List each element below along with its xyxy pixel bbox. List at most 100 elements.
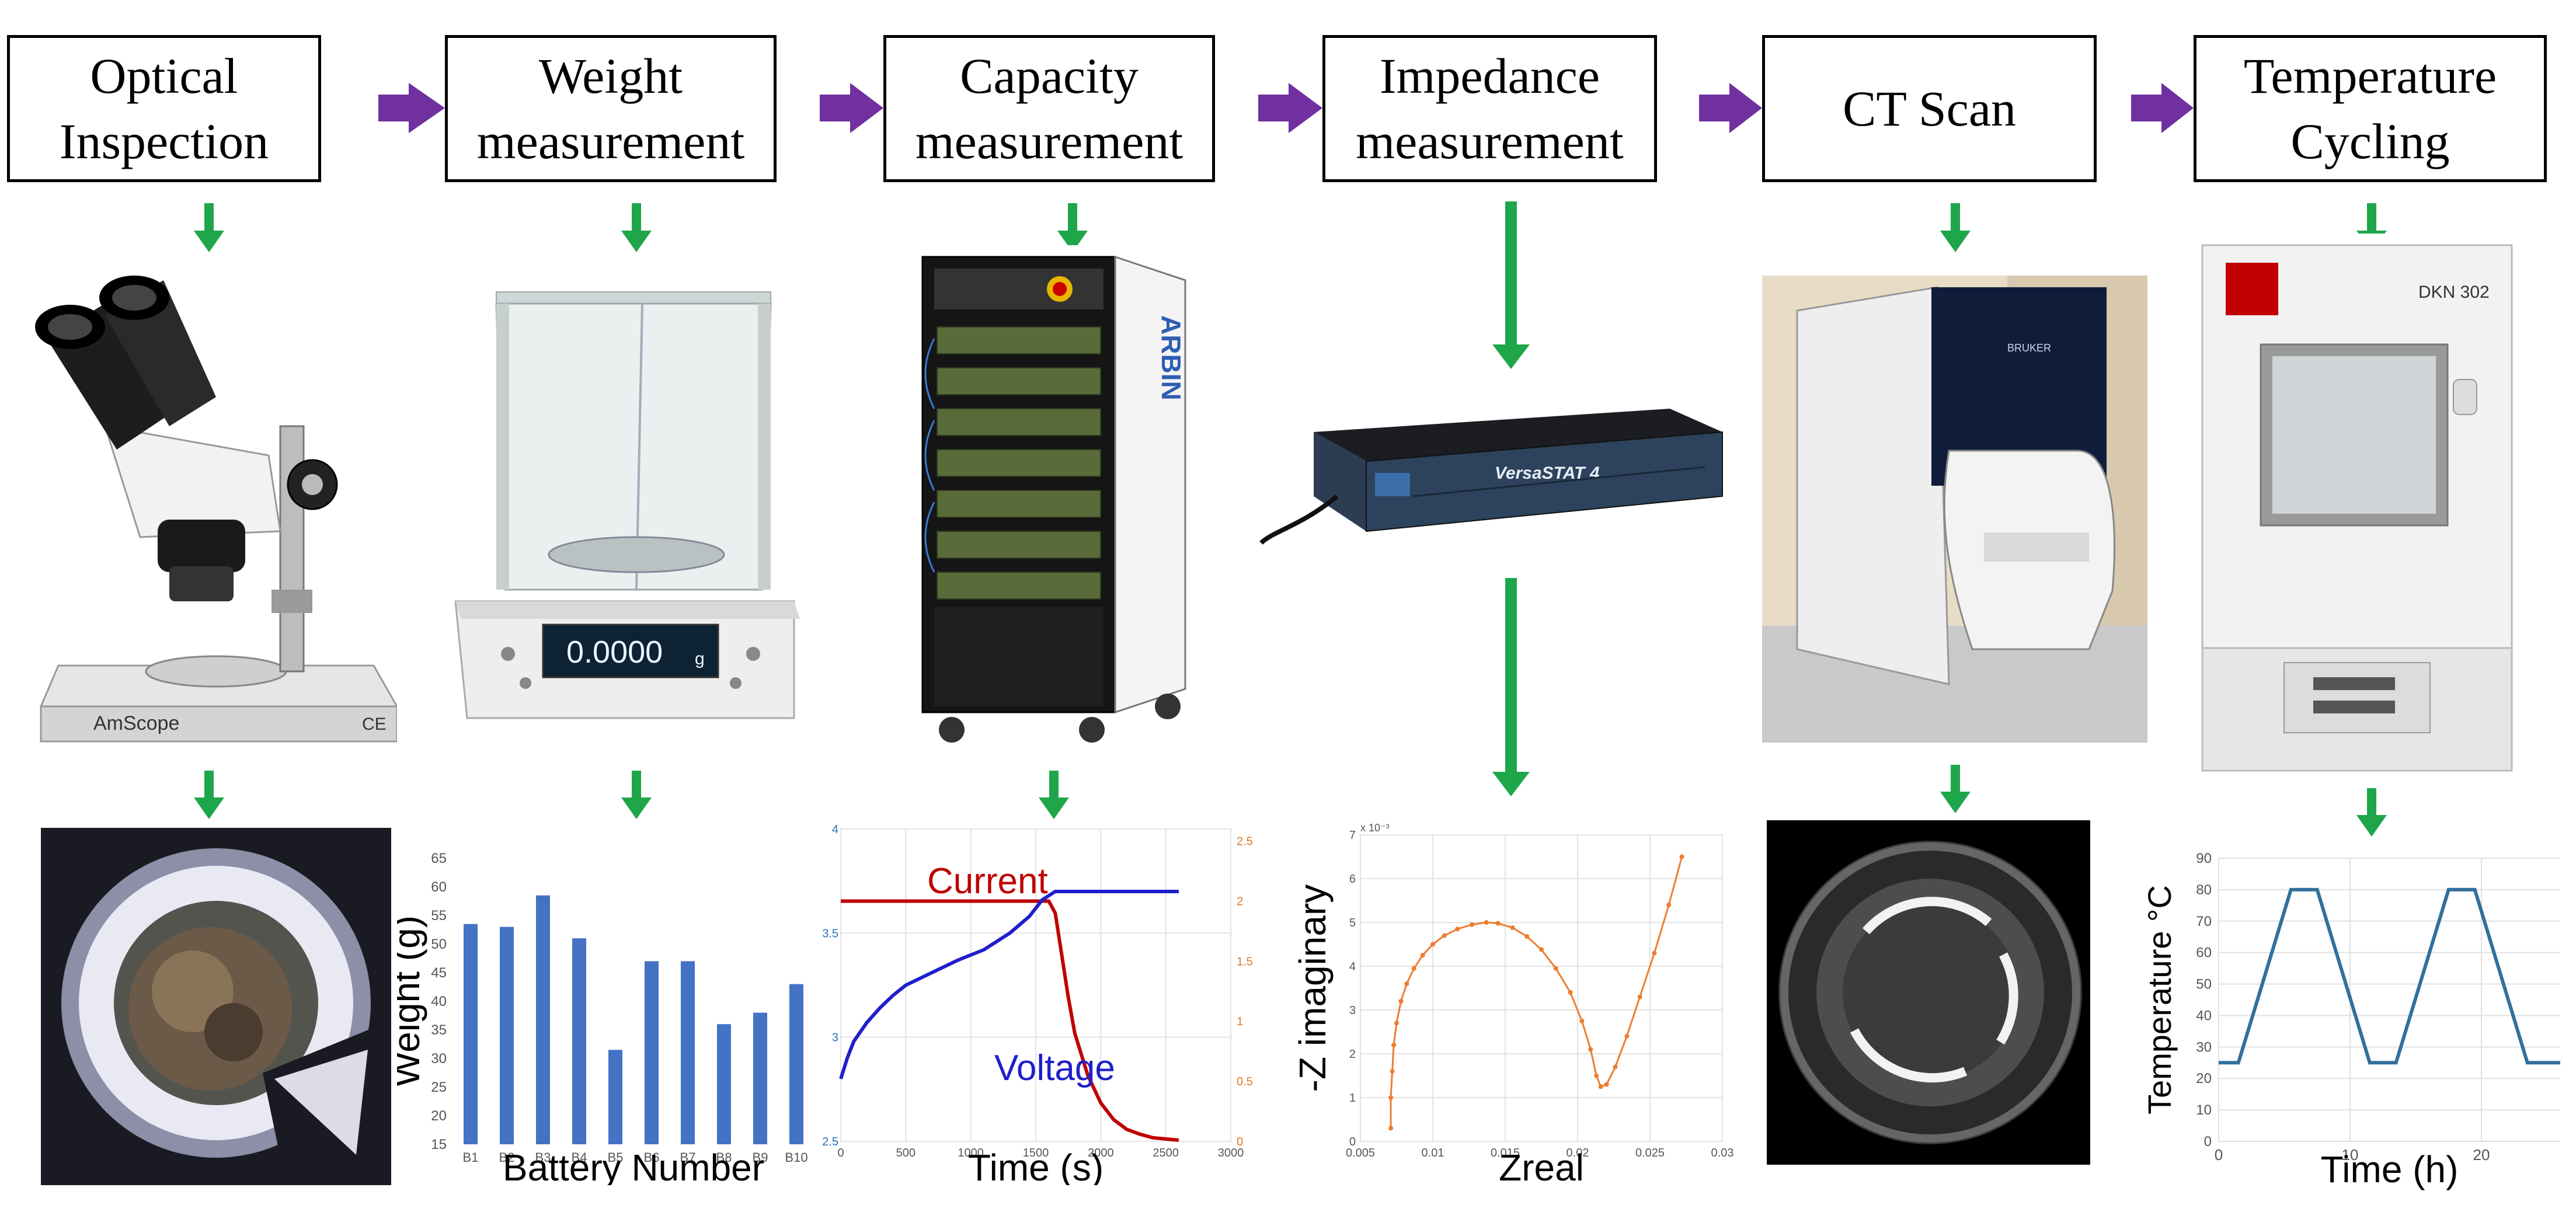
x-tick-label: 1000 (958, 1147, 984, 1159)
bar (717, 1024, 731, 1144)
x-axis-label: Time (h) (2321, 1148, 2459, 1190)
data-point (1420, 953, 1425, 958)
y-left-tick-label: 3 (832, 1032, 838, 1044)
flow-arrow-icon (378, 83, 445, 133)
flow-arrow-icon (1258, 83, 1322, 133)
y-tick-label: 30 (2196, 1039, 2212, 1055)
y-tick-label: 40 (431, 994, 447, 1009)
x-tick-label: B8 (716, 1150, 732, 1165)
bar (753, 1012, 767, 1144)
x-axis-label: Time (s) (968, 1147, 1103, 1185)
data-point (1495, 921, 1501, 926)
flow-arrows (378, 83, 2194, 133)
step-label-line2: Cycling (2290, 113, 2450, 169)
y-tick-label: 0 (2204, 1134, 2212, 1150)
step-ct-scan: CT Scan (1762, 35, 2097, 182)
y-left-tick-label: 3.5 (822, 927, 838, 940)
data-point (1484, 920, 1489, 925)
bar (681, 961, 695, 1144)
y-multiplier-label: x 10⁻³ (1360, 822, 1390, 834)
x-tick-label: 500 (896, 1147, 915, 1159)
y-right-tick-label: 1.5 (1237, 955, 1253, 968)
y-tick-label: 30 (431, 1051, 447, 1067)
y-right-tick-label: 0 (1237, 1136, 1243, 1148)
flow-arrow-icon (820, 83, 883, 133)
x-tick-label: 2000 (1088, 1147, 1114, 1159)
x-tick-label: B3 (535, 1150, 551, 1165)
step-label-line1: Capacity (960, 48, 1139, 104)
x-tick-label: B1 (463, 1150, 479, 1165)
x-axis-label: Battery Number (503, 1147, 764, 1185)
data-point (1637, 994, 1642, 999)
data-point (1388, 1095, 1394, 1100)
down-arrow-icon (1940, 765, 1971, 813)
potentiostat-photo: VersaSTAT 4 (1249, 397, 1728, 566)
balance-photo: 0.0000 g (444, 274, 806, 736)
down-arrow-icon (1057, 203, 1088, 252)
x-tick-label: 1500 (1023, 1147, 1049, 1159)
step-label-line2: Inspection (59, 113, 269, 169)
down-arrow-icon (1492, 578, 1530, 796)
step-label-line2: measurement (1356, 113, 1624, 169)
y-tick-label: 20 (2196, 1071, 2212, 1086)
x-tick-label: 20 (2473, 1146, 2490, 1164)
data-point (1398, 999, 1404, 1004)
y-tick-label: 2 (1349, 1048, 1356, 1061)
down-arrow-icon (194, 203, 224, 252)
x-tick-label: 0.015 (1491, 1147, 1520, 1159)
data-point (1539, 947, 1544, 952)
data-point (1652, 950, 1657, 956)
x-tick-label: 0.025 (1635, 1147, 1665, 1159)
x-tick-label: 0.02 (1567, 1147, 1589, 1159)
down-arrows (194, 201, 2387, 837)
data-point (1388, 1126, 1394, 1131)
x-tick-label: B7 (680, 1150, 696, 1165)
y-tick-label: 40 (2196, 1008, 2212, 1023)
battery-cycler-photo: ARBIN (911, 245, 1203, 771)
data-point (1455, 927, 1460, 932)
step-label-line2: measurement (915, 113, 1183, 169)
y-right-tick-label: 2 (1237, 895, 1243, 908)
series-line-voltage (839, 890, 1179, 1079)
step-impedance-measurement: Impedance measurement (1322, 35, 1657, 182)
y-tick-label: 3 (1349, 1004, 1356, 1017)
data-point (1679, 854, 1684, 859)
series-label-voltage: Voltage (994, 1048, 1115, 1088)
data-point (1598, 1084, 1603, 1089)
x-tick-label: 0 (837, 1147, 844, 1159)
step-label-line1: Temperature (2243, 48, 2497, 104)
x-tick-label: 0.03 (1711, 1147, 1734, 1159)
bar (789, 984, 803, 1144)
ct-brand: BRUKER (2007, 342, 2051, 354)
bar (464, 924, 478, 1144)
down-arrow-icon (621, 203, 652, 252)
y-tick-label: 6 (1349, 873, 1356, 886)
x-tick-label: 2500 (1153, 1147, 1179, 1159)
data-point (1624, 1034, 1630, 1039)
bar (645, 961, 659, 1144)
y-tick-label: 65 (431, 851, 447, 866)
data-point (1411, 966, 1416, 971)
x-tick-label: B5 (608, 1150, 624, 1165)
data-point (1588, 1047, 1593, 1052)
x-axis-label: Zreal (1499, 1147, 1584, 1188)
y-tick-label: 4 (1349, 960, 1356, 973)
y-tick-label: 15 (431, 1137, 447, 1152)
microscope-photo: AmScope CE (23, 263, 397, 771)
y-right-tick-label: 1 (1237, 1015, 1243, 1028)
x-tick-label: B4 (572, 1150, 587, 1165)
microscope-brand: AmScope (93, 712, 179, 734)
x-tick-label: 10 (2342, 1146, 2359, 1164)
data-point (1390, 1069, 1395, 1074)
x-tick-label: B10 (785, 1150, 807, 1165)
data-point (1594, 1073, 1599, 1078)
step-label-line1: Impedance (1379, 48, 1600, 104)
y-axis-label: -Z imaginary (1292, 884, 1334, 1092)
y-tick-label: 90 (2196, 851, 2212, 866)
data-point (1442, 933, 1447, 938)
